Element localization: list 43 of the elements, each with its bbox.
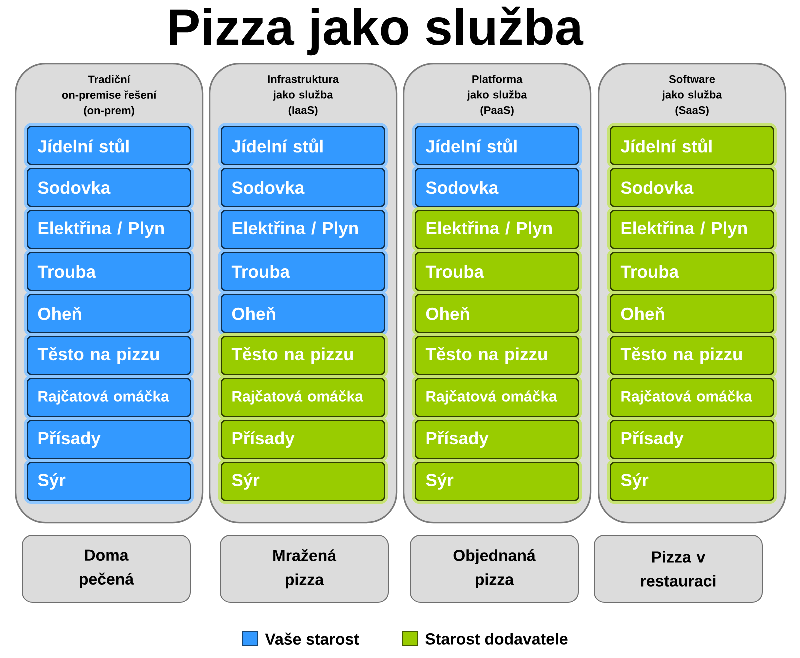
category-box: Mražená pizza xyxy=(220,535,389,603)
item-box: Přísady xyxy=(218,417,388,462)
item-box: Rajčatová omáčka xyxy=(218,375,388,420)
item-box: Přísady xyxy=(24,417,194,462)
item-box: Trouba xyxy=(24,249,194,294)
item-box: Těsto na pizzu xyxy=(218,333,388,378)
item-box: Sodovka xyxy=(412,165,582,210)
item-box: Oheň xyxy=(412,291,582,336)
item-box: Sodovka xyxy=(218,165,388,210)
item-box: Sýr xyxy=(24,459,194,504)
item-box: Trouba xyxy=(218,249,388,294)
item-box: Sýr xyxy=(412,459,582,504)
category-box: Objednaná pizza xyxy=(410,535,579,603)
item-box: Rajčatová omáčka xyxy=(607,375,778,420)
legend-label: Vaše starost xyxy=(265,632,360,646)
item-box: Elektřina / Plyn xyxy=(607,207,778,252)
item-box: Rajčatová omáčka xyxy=(412,375,582,420)
item-box: Sodovka xyxy=(607,165,778,210)
item-box: Elektřina / Plyn xyxy=(24,207,194,252)
item-box: Přísady xyxy=(607,417,778,462)
item-box: Trouba xyxy=(412,249,582,294)
item-box: Jídelní stůl xyxy=(24,123,194,168)
item-box: Trouba xyxy=(607,249,778,294)
item-box: Elektřina / Plyn xyxy=(412,207,582,252)
item-box: Sýr xyxy=(607,459,778,504)
item-box: Rajčatová omáčka xyxy=(24,375,194,420)
legend-label: Starost dodavatele xyxy=(426,633,568,645)
item-box: Těsto na pizzu xyxy=(607,333,778,378)
item-box: Elektřina / Plyn xyxy=(218,207,388,252)
item-box: Přísady xyxy=(412,417,582,462)
item-box: Oheň xyxy=(218,291,388,336)
item-box: Jídelní stůl xyxy=(218,123,388,168)
item-box: Oheň xyxy=(24,291,194,336)
category-box: Pizza v restauraci xyxy=(594,535,763,603)
item-box: Oheň xyxy=(607,291,778,336)
item-box: Těsto na pizzu xyxy=(412,333,582,378)
category-box: Doma pečená xyxy=(22,535,191,603)
item-box: Jídelní stůl xyxy=(607,123,778,168)
title: Pizza jako služba xyxy=(170,6,584,56)
item-box: Sýr xyxy=(218,459,388,504)
item-box: Jídelní stůl xyxy=(412,123,582,168)
item-box: Těsto na pizzu xyxy=(24,333,194,378)
item-box: Sodovka xyxy=(24,165,194,210)
